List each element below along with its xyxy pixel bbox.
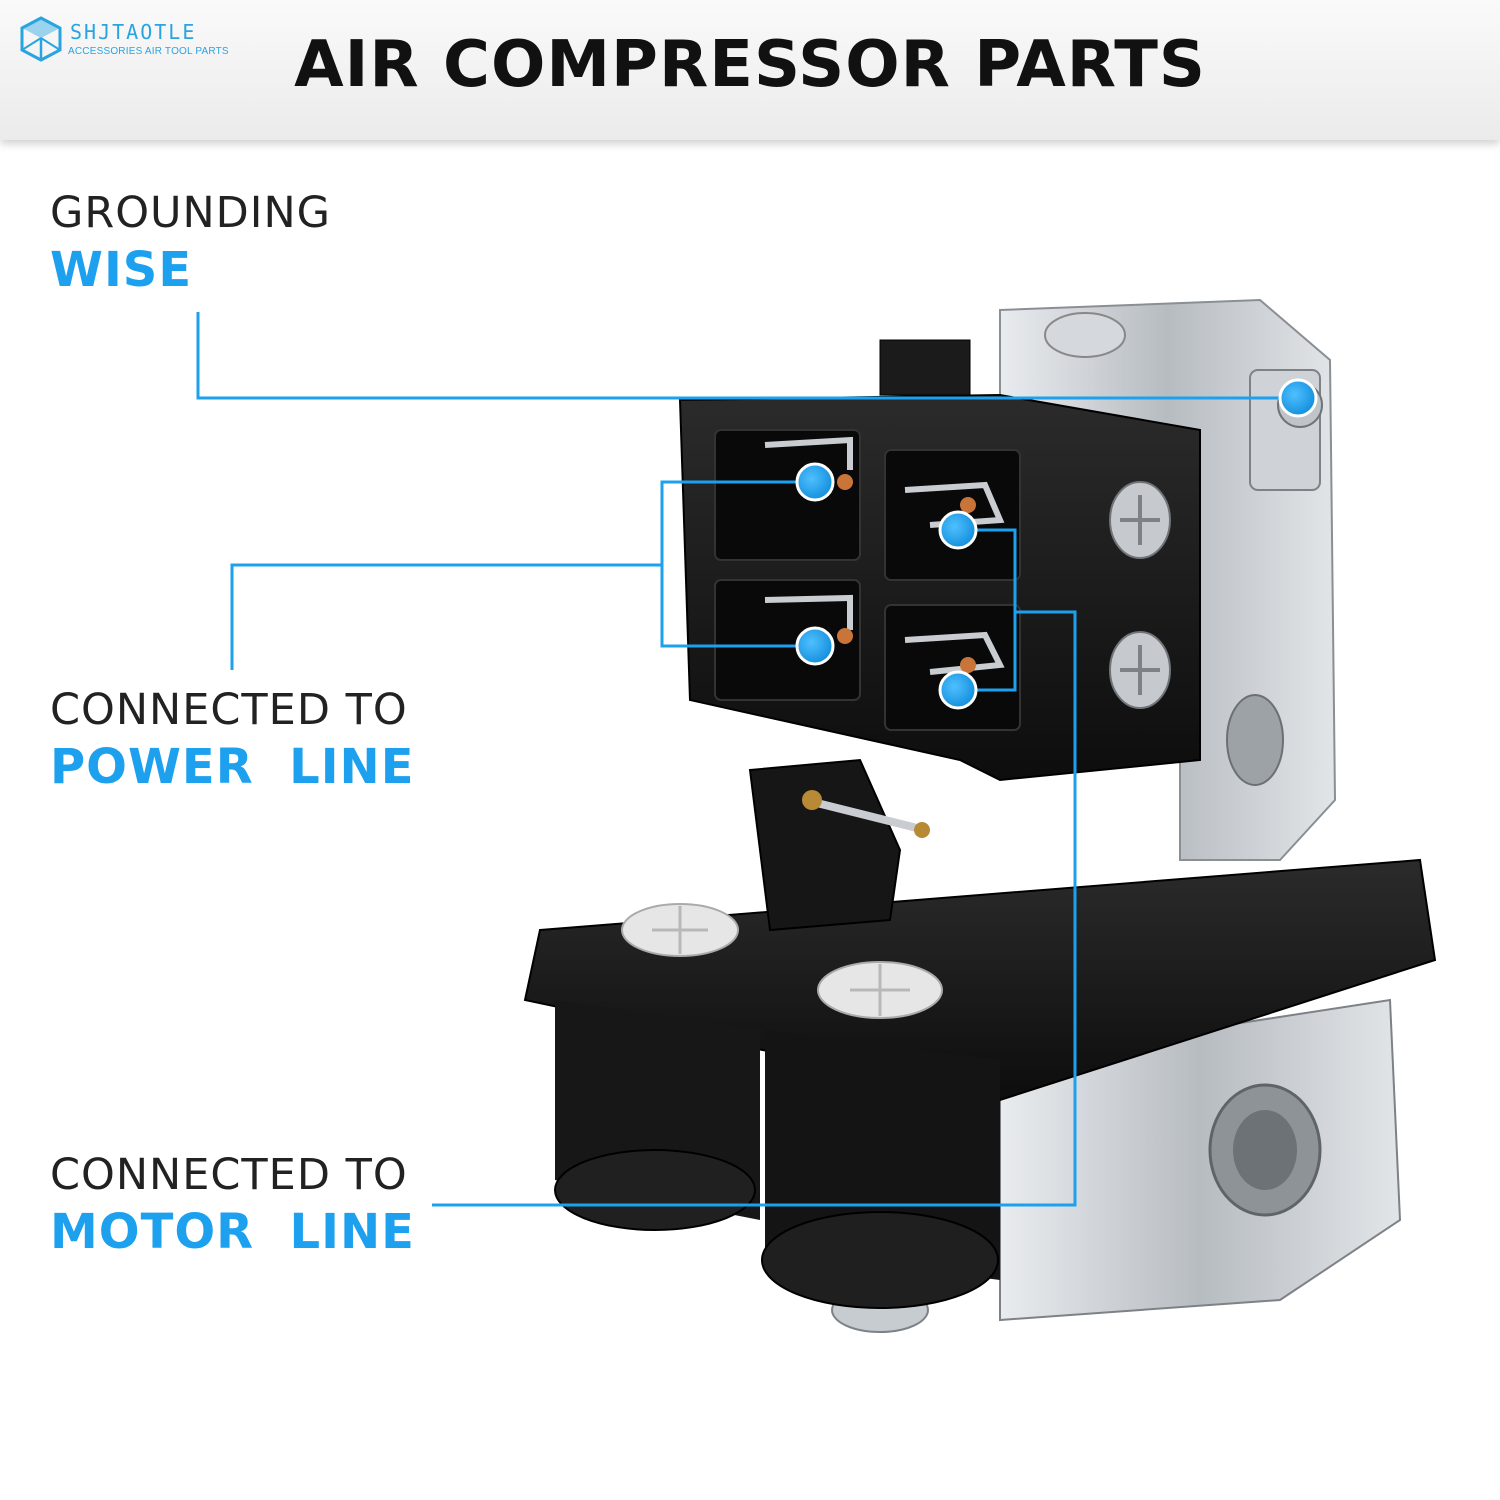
power-line-callout-value: POWER LINE <box>50 739 415 795</box>
power-marker-dot-bottom <box>795 626 835 666</box>
motor-marker-dot-top <box>938 510 978 550</box>
brand-name: SHJTAOTLE <box>70 20 197 44</box>
header-bar: SHJTAOTLE ACCESSORIES AIR TOOL PARTS AIR… <box>0 0 1500 140</box>
unloader-lever <box>748 758 930 932</box>
grounding-callout-value: WISE <box>50 242 193 298</box>
power-callout-line <box>230 563 662 670</box>
grounding-marker-dot <box>1278 378 1318 418</box>
power-line-callout: CONNECTED TO POWER LINE <box>50 685 415 795</box>
motor-marker-dot-bottom <box>938 670 978 710</box>
callout-lines <box>196 312 1298 1207</box>
cube-logo-icon <box>20 16 62 62</box>
power-bracket-line <box>660 480 815 648</box>
motor-line-callout-value: MOTOR LINE <box>50 1204 415 1260</box>
callout-markers <box>795 378 1318 710</box>
aluminium-manifold <box>831 998 1402 1333</box>
grounding-callout: GROUNDING WISE <box>50 188 331 298</box>
motor-callout-line <box>432 610 1077 1207</box>
motor-line-callout: CONNECTED TO MOTOR LINE <box>50 1150 415 1260</box>
brand-tagline: ACCESSORIES AIR TOOL PARTS <box>68 46 229 57</box>
motor-line-callout-label: CONNECTED TO <box>50 1150 408 1200</box>
power-marker-dot-top <box>795 462 835 502</box>
motor-bracket-line <box>958 528 1017 692</box>
page-title: AIR COMPRESSOR PARTS <box>294 28 1206 102</box>
cable-glands <box>554 1000 1000 1309</box>
power-line-callout-label: CONNECTED TO <box>50 685 408 735</box>
grounding-callout-label: GROUNDING <box>50 188 331 238</box>
grounding-callout-line <box>196 312 1298 400</box>
